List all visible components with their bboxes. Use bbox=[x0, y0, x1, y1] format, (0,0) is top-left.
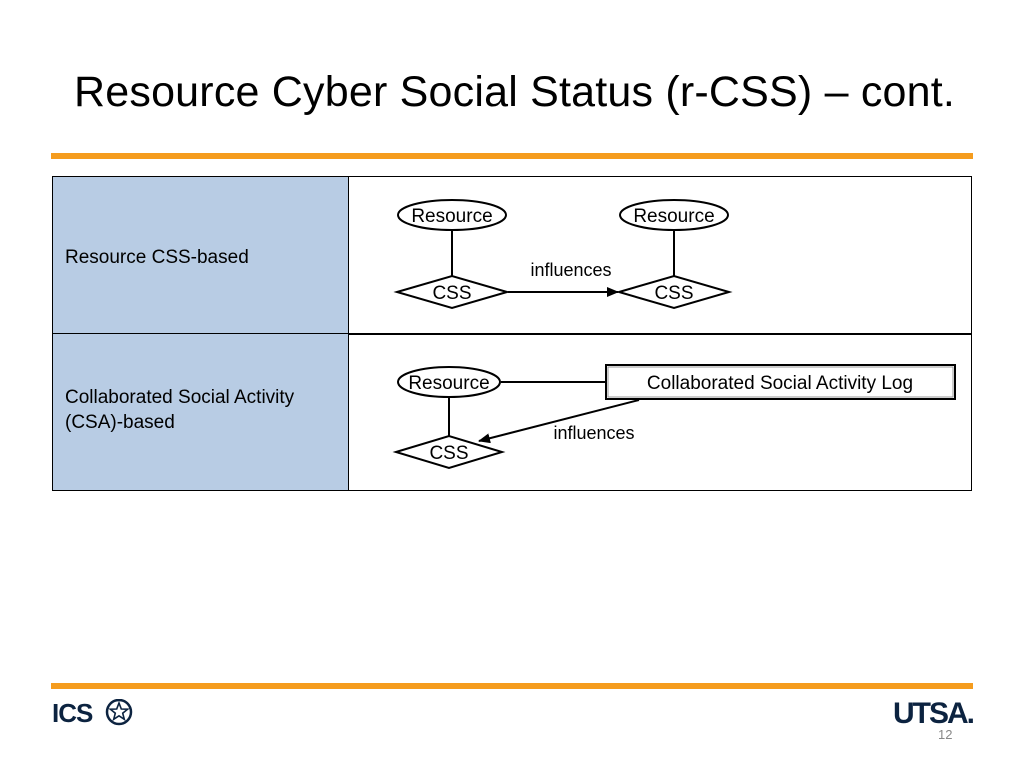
row2-label: Collaborated Social Activity (CSA)-based bbox=[65, 387, 295, 433]
row2-resource-label: Resource bbox=[408, 373, 489, 394]
row1-css-right-label: CSS bbox=[654, 283, 693, 304]
row1-label: Resource CSS-based bbox=[65, 247, 249, 268]
utsa-logo-text: UTSA. bbox=[893, 698, 974, 726]
row2-label-cell: Collaborated Social Activity (CSA)-based bbox=[53, 334, 349, 490]
slide-title: Resource Cyber Social Status (r-CSS) – c… bbox=[74, 68, 956, 116]
row2-influences-arrow bbox=[478, 399, 640, 444]
er-diagrams: Resource CSS Resource CSS influences bbox=[392, 199, 956, 470]
row1-resource-right-label: Resource bbox=[633, 206, 714, 227]
top-accent-rule bbox=[51, 153, 973, 159]
row2-css-node: CSS bbox=[392, 434, 506, 470]
row-divider bbox=[349, 333, 971, 335]
star-seal-icon bbox=[105, 699, 133, 726]
ics-logo: ICS bbox=[52, 699, 133, 727]
utsa-logo: UTSA. bbox=[893, 698, 976, 726]
row2-diagram: Resource CSS Collaborated Social Activit… bbox=[392, 364, 956, 470]
row1-diagram: Resource CSS Resource CSS influences bbox=[393, 199, 733, 310]
row2-css-label: CSS bbox=[429, 443, 468, 464]
row1-label-cell: Resource CSS-based bbox=[53, 177, 349, 334]
row2-influences-label: influences bbox=[553, 423, 634, 443]
row2-activity-log-label: Collaborated Social Activity Log bbox=[647, 373, 913, 394]
page-number: 12 bbox=[938, 727, 953, 742]
bottom-accent-rule bbox=[51, 683, 973, 689]
row1-influences-label: influences bbox=[530, 260, 611, 280]
row1-resource-left-label: Resource bbox=[411, 206, 492, 227]
row2-activity-log-node: Collaborated Social Activity Log bbox=[605, 364, 956, 400]
row1-resource-left-node: Resource bbox=[397, 199, 507, 231]
row1-resource-right-node: Resource bbox=[619, 199, 729, 231]
row1-css-left-node: CSS bbox=[393, 274, 511, 310]
comparison-table: Resource CSS-based Collaborated Social A… bbox=[52, 176, 972, 491]
row1-css-left-label: CSS bbox=[432, 283, 471, 304]
ics-logo-text: ICS bbox=[52, 699, 93, 727]
row2-resource-node: Resource bbox=[397, 366, 501, 398]
row1-css-right-node: CSS bbox=[615, 274, 733, 310]
